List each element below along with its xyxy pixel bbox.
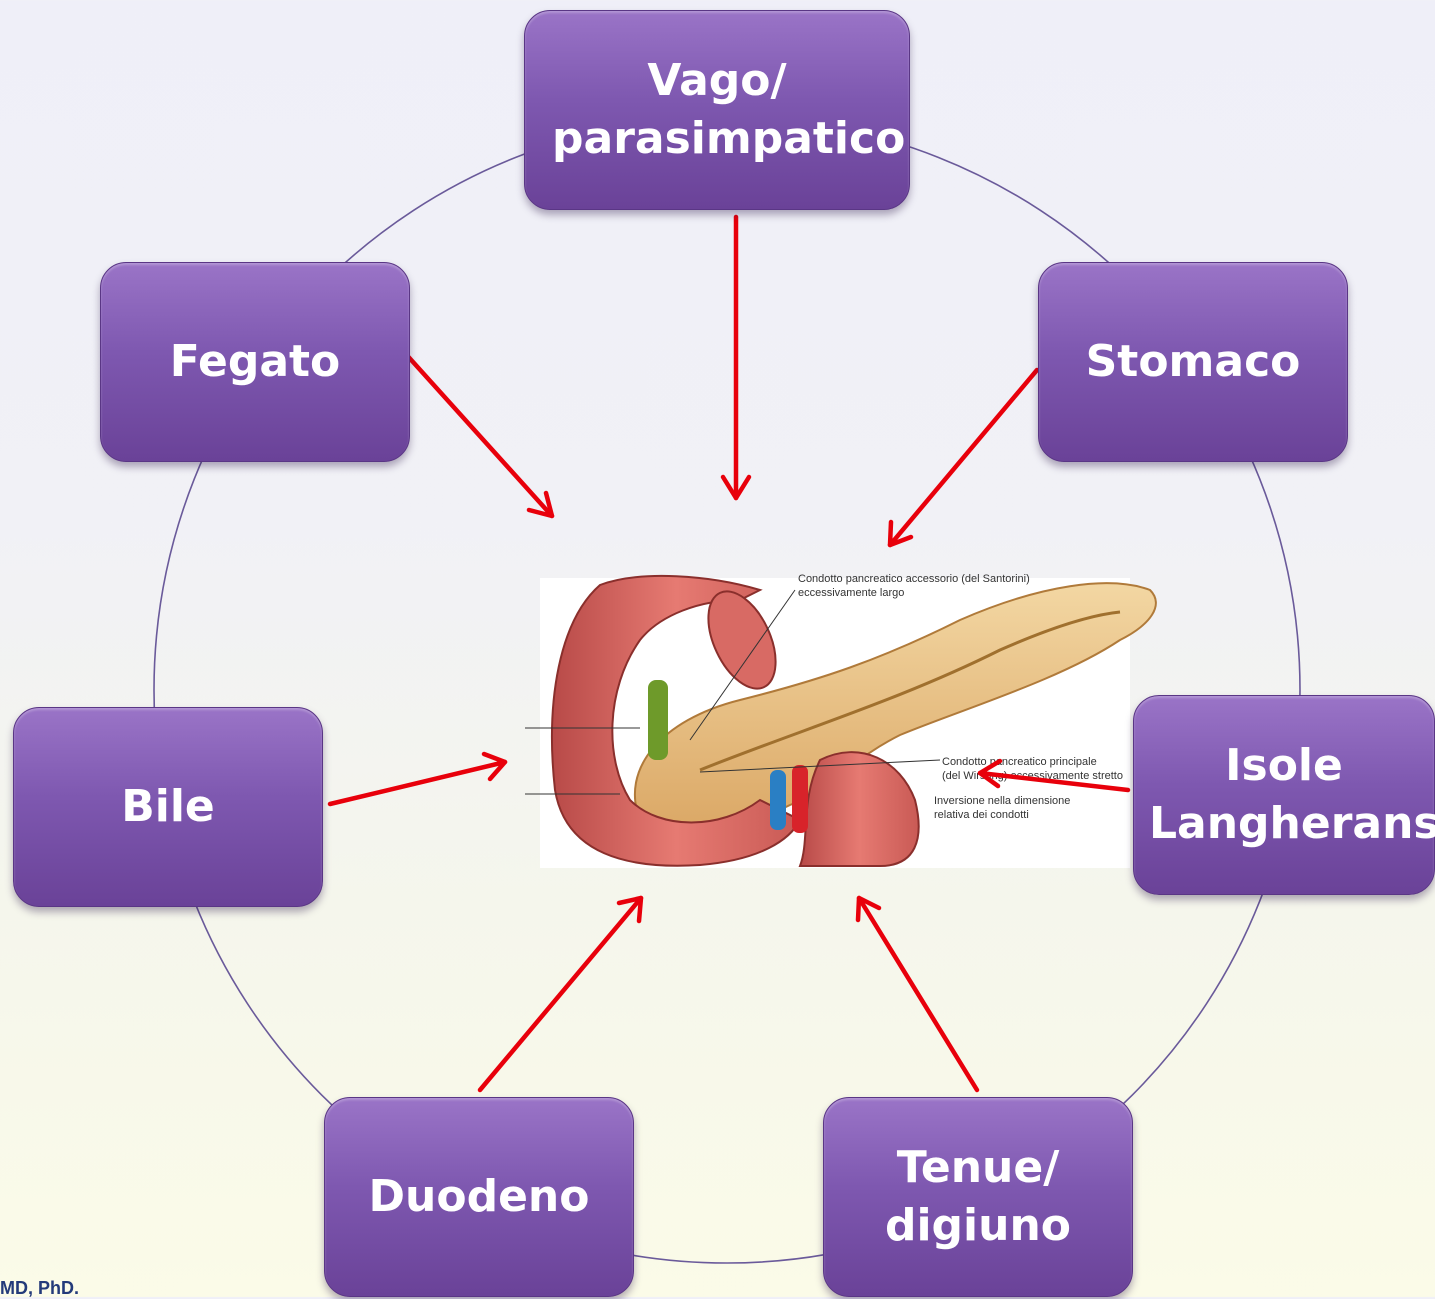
node-fegato: Fegato [100, 262, 410, 462]
node-vago: Vago/ parasimpatico [524, 10, 910, 210]
node-bile-label: Bile [121, 778, 215, 836]
label-santorini-1: Condotto pancreatico accessorio (del San… [798, 573, 1030, 585]
node-bile: Bile [13, 707, 323, 907]
label-wirsung-1: Condotto pancreatico principale [942, 756, 1097, 768]
label-inversion-2: relativa dei condotti [934, 809, 1029, 821]
arrow-bile [330, 754, 505, 804]
arrow-stomaco [890, 370, 1037, 545]
label-inversion-1: Inversione nella dimensione [934, 795, 1070, 807]
arrow-tenue [858, 898, 977, 1090]
label-santorini-2: eccessivamente largo [798, 587, 904, 599]
pancreas-illustration: Condotto pancreatico accessorio (del San… [525, 573, 1156, 868]
node-isole: Isole Langherans [1133, 695, 1435, 895]
node-duodeno-label: Duodeno [369, 1168, 590, 1226]
node-tenue-label: Tenue/ digiuno [878, 1139, 1078, 1255]
node-fegato-label: Fegato [170, 333, 341, 391]
node-stomaco-label: Stomaco [1086, 333, 1301, 391]
node-isole-label: Isole Langherans [1149, 737, 1419, 853]
node-tenue: Tenue/ digiuno [823, 1097, 1133, 1297]
arrow-duodeno [480, 898, 641, 1090]
arrow-fegato [404, 352, 552, 516]
node-vago-label: Vago/ parasimpatico [552, 52, 882, 168]
node-stomaco: Stomaco [1038, 262, 1348, 462]
arrow-vago [723, 217, 749, 498]
node-duodeno: Duodeno [324, 1097, 634, 1297]
author-credit: MD, PhD. [0, 1278, 79, 1299]
